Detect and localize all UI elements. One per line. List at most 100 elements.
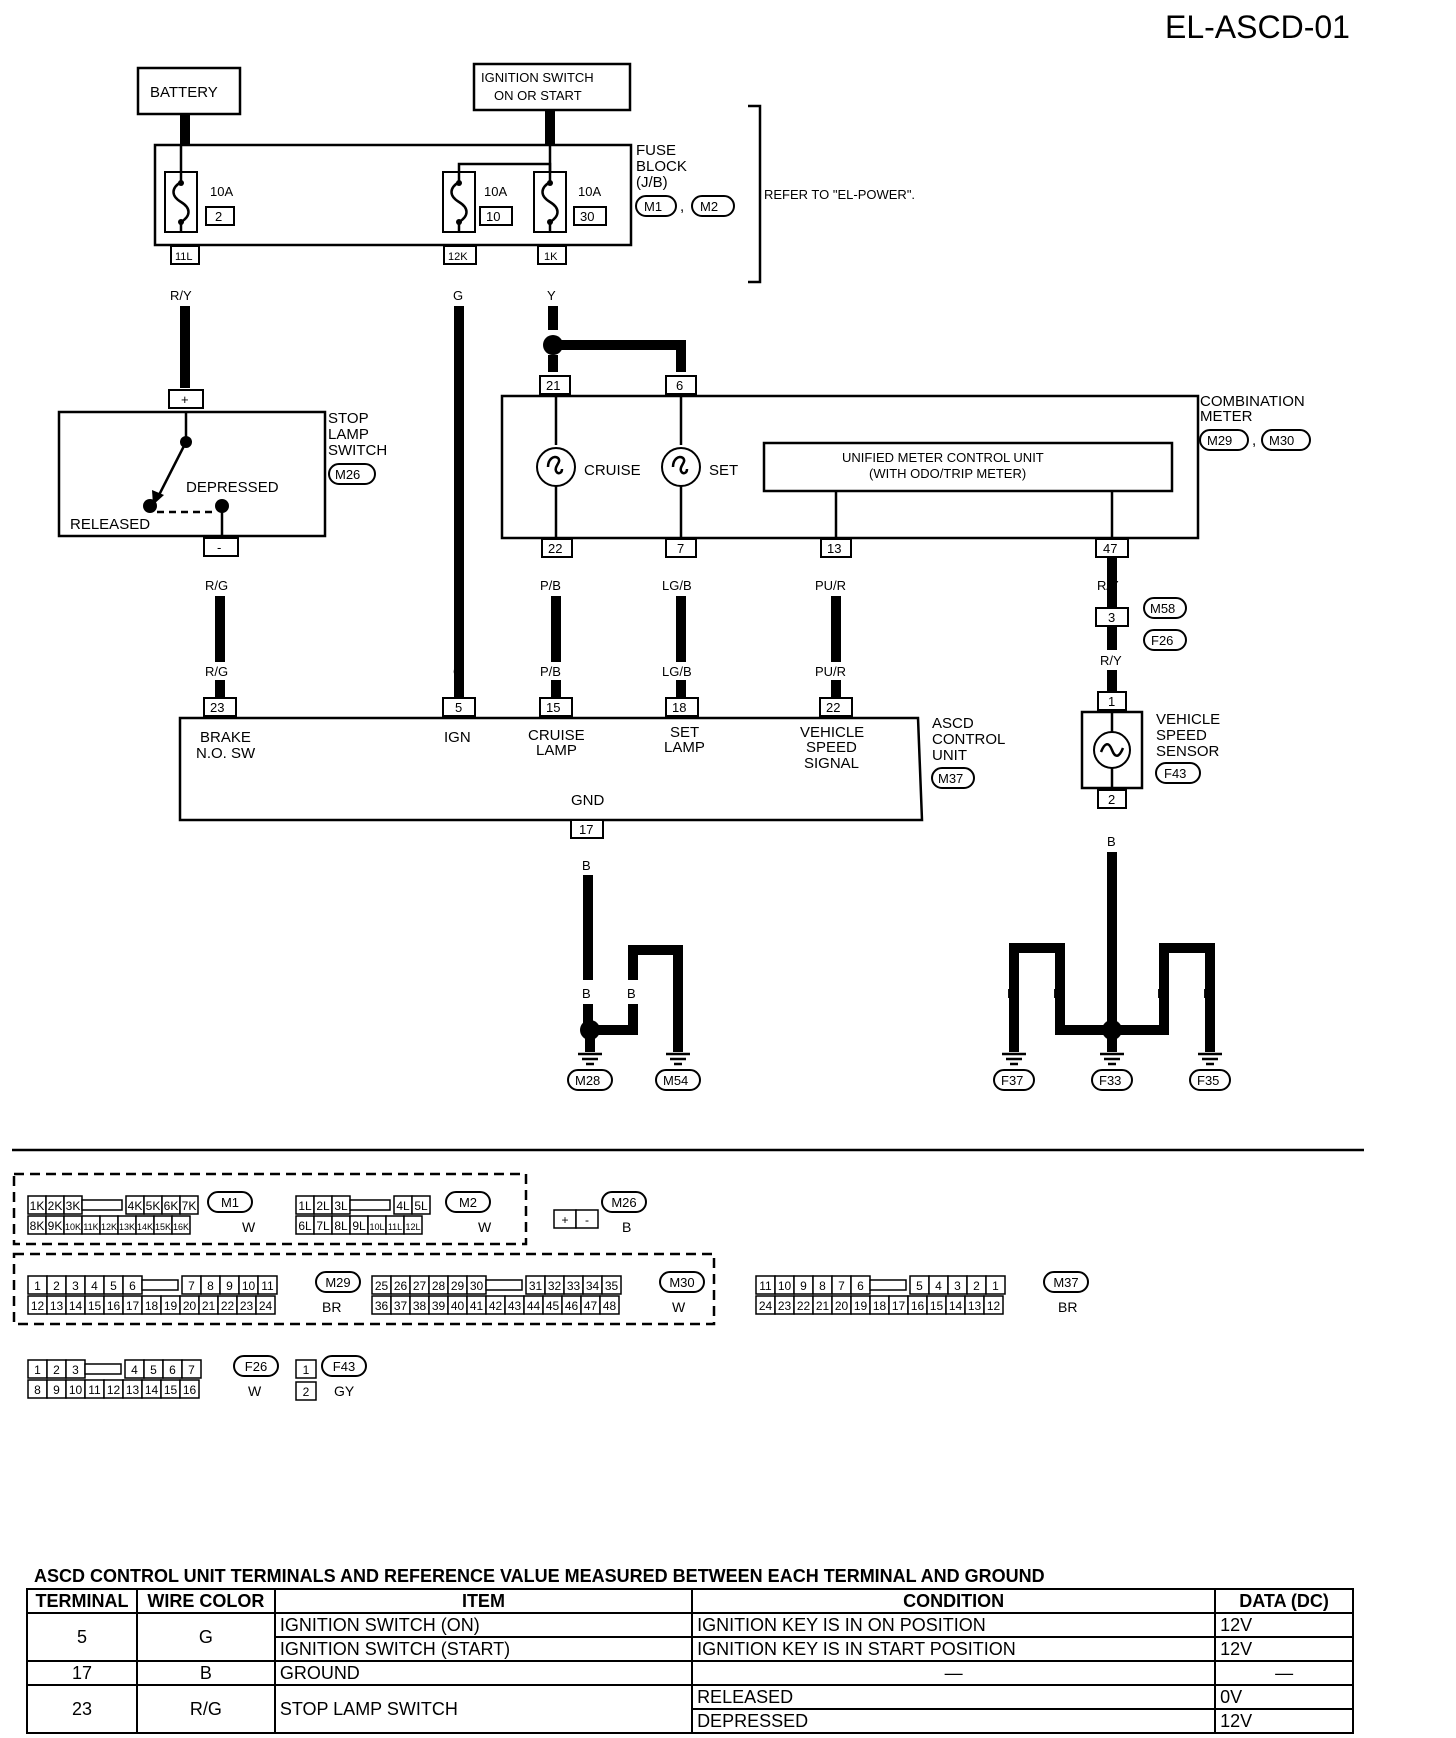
connector-pin-label: 10	[778, 1279, 792, 1293]
connector-pin-label: 46	[565, 1299, 579, 1313]
wire-color-rg-2: R/G	[205, 664, 228, 679]
stop-lamp-connector: M26	[335, 467, 360, 482]
connector-pin-label: 11L	[388, 1222, 402, 1232]
cell-data: 12V	[1214, 1612, 1354, 1638]
ascd-term-17: 17	[579, 822, 593, 837]
connector-pin-label: 6	[169, 1363, 176, 1377]
stop-lamp-label-2: LAMP	[328, 426, 369, 443]
ground-f35: F35	[1197, 1073, 1219, 1088]
connector-pin-label: 14	[949, 1299, 963, 1313]
connector-id: M2	[459, 1195, 477, 1210]
ascd-connector: M37	[938, 771, 963, 786]
stop-lamp-plus: +	[181, 392, 189, 407]
connector-pin-label: 11	[88, 1383, 101, 1397]
connector-pin	[599, 1295, 620, 1315]
ignition-switch-box	[472, 62, 632, 112]
comb-meter-label-2: METER	[1200, 408, 1253, 425]
connector-pin-label: 11	[759, 1279, 772, 1293]
fuse-1-amp: 10A	[210, 184, 233, 199]
connector-pin-label: 19	[854, 1299, 868, 1313]
ascd-unit-label-2: CONTROL	[932, 731, 1005, 748]
svg-text:,: ,	[680, 198, 684, 215]
cell-condition: RELEASED	[691, 1684, 1217, 1710]
reference-table: TERMINAL WIRE COLOR ITEM CONDITION DATA …	[26, 1588, 1354, 1734]
fuse-1-terminal: 11L	[175, 251, 193, 263]
connector-pin-label: 33	[567, 1279, 581, 1293]
connector-pin	[181, 1359, 202, 1379]
ascd-control-unit	[178, 716, 924, 822]
connector-pin-label: 15K	[155, 1222, 171, 1232]
connector-pin-label: 15	[88, 1299, 102, 1313]
connector-pin-label: 29	[451, 1279, 465, 1293]
wire-color-g-1: G	[453, 288, 463, 303]
connector-pin	[255, 1295, 276, 1315]
set-label: SET	[709, 462, 738, 479]
fuse-1-number: 2	[215, 209, 222, 224]
wire-color-pb-2: P/B	[540, 664, 561, 679]
meter-term-22: 22	[548, 541, 562, 556]
connector-color: W	[248, 1383, 262, 1399]
connector-color: B	[622, 1219, 631, 1235]
wire-color-b-r1: B	[1007, 986, 1016, 1001]
wire-color-ry-1: R/Y	[170, 288, 192, 303]
connector-pin-label: 25	[375, 1279, 389, 1293]
connector-pin-label: 12K	[101, 1222, 117, 1232]
vss-label-3: SENSOR	[1156, 743, 1220, 760]
ascd-term-23: 23	[210, 700, 224, 715]
connector-pin	[403, 1215, 423, 1235]
connector-pin-label: 21	[202, 1299, 216, 1313]
connector-pin-label: 11	[261, 1279, 274, 1293]
th-condition: CONDITION	[691, 1588, 1217, 1614]
ascd-label-brake: BRAKE	[200, 729, 251, 746]
connector-pin-label: 24	[759, 1299, 773, 1313]
unified-meter-control-unit	[762, 441, 1174, 493]
connector-pin-label: 37	[394, 1299, 408, 1313]
wire-color-rg-1: R/G	[205, 578, 228, 593]
fuse-block-label-3: (J/B)	[636, 174, 668, 191]
refer-note: REFER TO "EL-POWER".	[764, 187, 915, 202]
ascd-term-18: 18	[672, 700, 686, 715]
connector-pin-label: 21	[816, 1299, 830, 1313]
connector-color: GY	[334, 1383, 355, 1399]
connector-pin-label: 1	[34, 1363, 41, 1377]
connector-pin-label: 2	[303, 1385, 310, 1399]
connector-pin	[295, 1359, 317, 1379]
connector-pin-label: 7	[188, 1279, 195, 1293]
connector-pin-label: 13K	[119, 1222, 135, 1232]
connector-pin-label: 4K	[128, 1199, 143, 1213]
connector-pin-label: 1L	[298, 1199, 312, 1213]
connector-pin-label: 48	[603, 1299, 617, 1313]
wire-color-pb-1: P/B	[540, 578, 561, 593]
connector-pin-label: 8L	[334, 1219, 348, 1233]
ascd-label-cruise: CRUISE	[528, 727, 585, 744]
connector-pin-label: 2	[973, 1279, 980, 1293]
connector-color: BR	[1058, 1299, 1077, 1315]
connector-pin-label: -	[585, 1213, 589, 1227]
cell-wire: G	[135, 1612, 276, 1662]
table-row: 23 R/G STOP LAMP SWITCH RELEASED 0V	[26, 1684, 1354, 1734]
fuse-block	[153, 143, 633, 247]
wire-color-b-vss: B	[1107, 834, 1116, 849]
connector-id: F26	[245, 1359, 267, 1374]
connector-pin-label: 9L	[352, 1219, 366, 1233]
cell-terminal: 23	[26, 1684, 138, 1734]
ground-f33: F33	[1099, 1073, 1121, 1088]
connector-pin	[983, 1295, 1004, 1315]
wire-color-b-l1: B	[582, 986, 591, 1001]
connector-pin-label: 5	[916, 1279, 923, 1293]
connector-pin-label: 17	[126, 1299, 140, 1313]
connector-pin-label: 3	[72, 1279, 79, 1293]
cell-terminal: 17	[26, 1660, 138, 1686]
connector-pin-label: 7L	[316, 1219, 330, 1233]
connector-pin-label: 9K	[48, 1219, 63, 1233]
connector-pin-label: 14	[69, 1299, 83, 1313]
cell-item: IGNITION SWITCH (START)	[273, 1636, 694, 1662]
depressed-label: DEPRESSED	[186, 479, 279, 496]
ground-m54: M54	[663, 1073, 688, 1088]
meter-term-7: 7	[677, 541, 684, 556]
